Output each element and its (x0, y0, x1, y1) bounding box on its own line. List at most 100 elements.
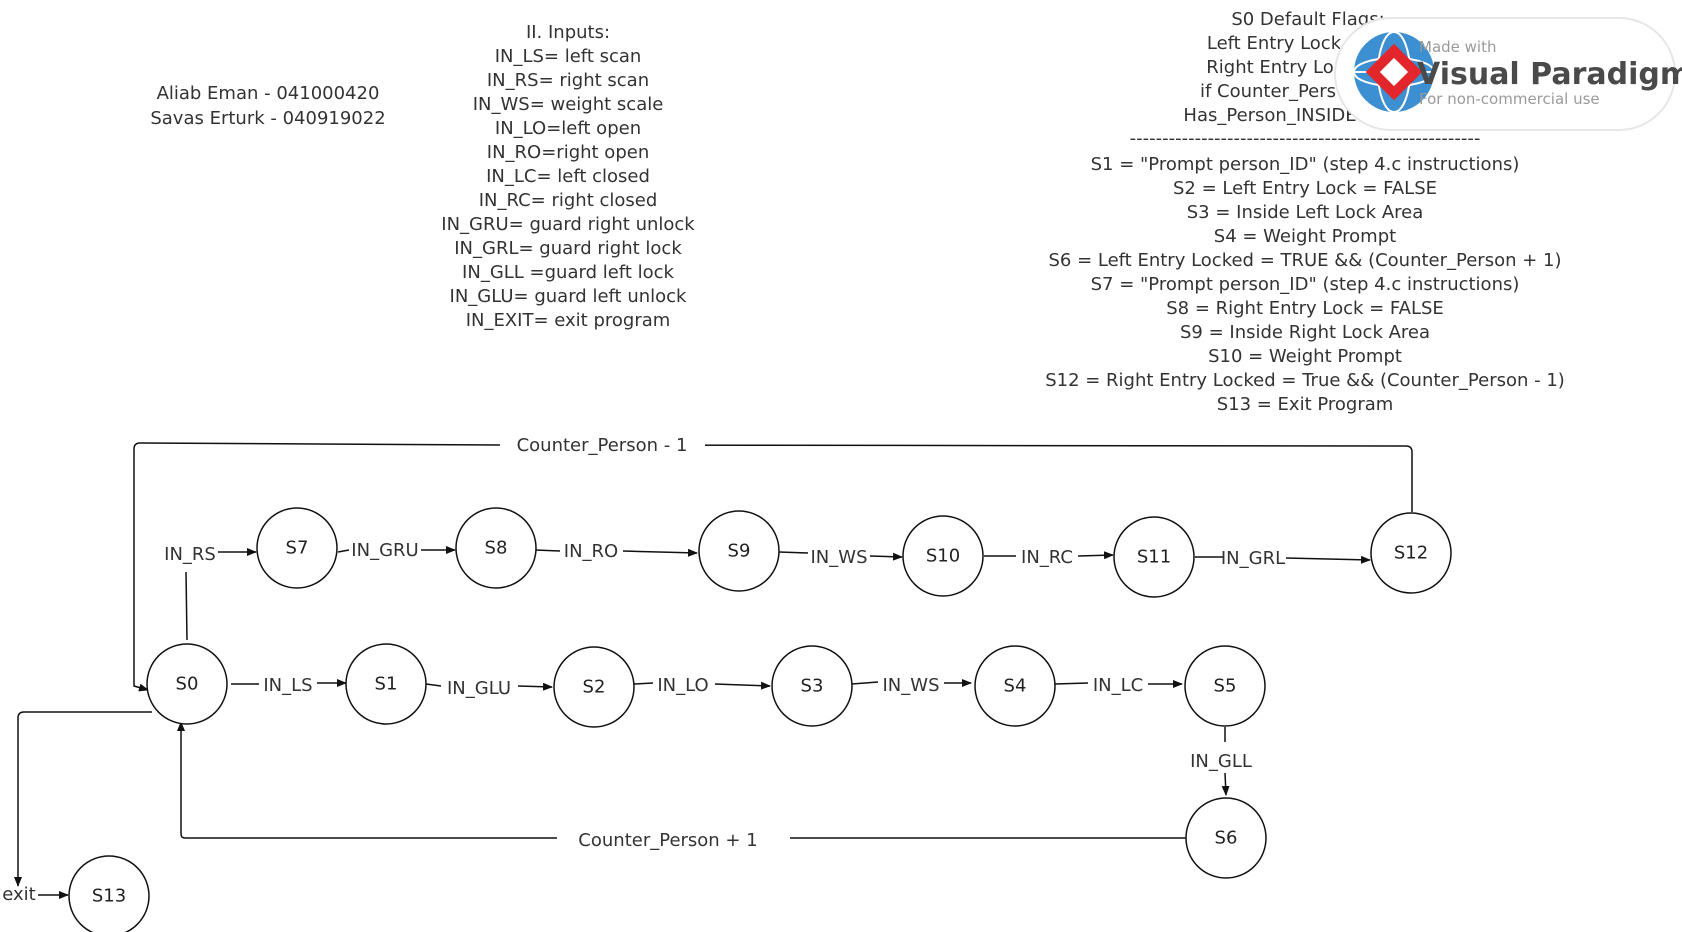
edge-s0-exit (14, 711, 152, 887)
state-desc-line: S2 = Left Entry Lock = FALSE (1173, 178, 1437, 199)
input-line: IN_LC= left closed (486, 166, 650, 187)
edge-label-s6-s0: Counter_Person + 1 (578, 830, 757, 851)
edge-s3-s4 (851, 682, 971, 684)
watermark-brand: Visual Paradigm (1417, 57, 1682, 92)
state-s0: S0 (146, 643, 228, 725)
globe-logo-icon (1353, 31, 1435, 113)
state-label: S0 (176, 674, 199, 695)
transitions: Counter_Person - 1 IN_RS IN_GRU IN_RO IN… (2, 430, 1413, 905)
state-s1: S1 (345, 643, 427, 725)
edge-label-s10-s11: IN_RC (1021, 547, 1073, 568)
state-desc-line: S13 = Exit Program (1217, 394, 1394, 415)
edge-s7-s8 (337, 550, 455, 552)
state-s12: S12 (1370, 512, 1452, 594)
edge-label-bg (500, 430, 705, 460)
state-label: S5 (1214, 676, 1237, 697)
flags-divider: ----------------------------------------… (1130, 128, 1481, 149)
state-label: S12 (1394, 543, 1428, 564)
input-line: IN_RO=right open (487, 142, 649, 163)
flags-line: Right Entry Lo (1206, 57, 1333, 78)
flags-line: Left Entry Lock (1207, 33, 1342, 54)
authors-block: Aliab Eman - 041000420 Savas Erturk - 04… (150, 83, 385, 129)
state-label: S4 (1004, 676, 1027, 697)
flags-line: Has_Person_INSIDE (1183, 105, 1356, 126)
watermark-made-with: Made with (1419, 38, 1496, 56)
state-desc-line: S4 = Weight Prompt (1214, 226, 1396, 247)
edge-s6-s0 (181, 722, 1187, 839)
state-label: S10 (926, 546, 960, 567)
input-line: IN_GLL =guard left lock (462, 262, 674, 283)
edge-label-s0-s13: exit (2, 884, 35, 905)
state-desc-line: S10 = Weight Prompt (1208, 346, 1402, 367)
state-desc-line: S12 = Right Entry Locked = True && (Coun… (1045, 370, 1565, 391)
state-s8: S8 (455, 507, 537, 589)
edge-s9-s10 (778, 552, 902, 557)
input-line: IN_GRL= guard right lock (454, 238, 682, 259)
inputs-title: II. Inputs: (526, 22, 610, 43)
author-line-1: Aliab Eman - 041000420 (157, 83, 380, 104)
edge-label-s5-s6: IN_GLL (1190, 751, 1252, 772)
input-line: IN_EXIT= exit program (466, 310, 671, 331)
state-label: S1 (375, 674, 398, 695)
state-descriptions: S1 = "Prompt person_ID" (step 4.c instru… (1045, 154, 1565, 415)
input-line: IN_LO=left open (495, 118, 641, 139)
state-s9: S9 (698, 510, 780, 592)
state-s5: S5 (1184, 645, 1266, 727)
input-line: IN_GRU= guard right unlock (441, 214, 695, 235)
state-label: S7 (286, 538, 309, 559)
edge-s12-s0 (133, 442, 1413, 692)
edge-label-s9-s10: IN_WS (811, 547, 868, 568)
inputs-legend: II. Inputs: IN_LS= left scan IN_RS= righ… (441, 22, 695, 331)
state-desc-line: S7 = "Prompt person_ID" (step 4.c instru… (1091, 274, 1520, 295)
state-s10: S10 (902, 515, 984, 597)
edge-label-s2-s3: IN_LO (657, 675, 708, 696)
edge-s0-up (185, 571, 188, 641)
default-flags-block: S0 Default Flags: Left Entry Lock Right … (1130, 9, 1481, 149)
edge-s11-s12 (1195, 557, 1370, 560)
state-s3: S3 (771, 645, 853, 727)
state-label: S13 (92, 886, 126, 907)
watermark-non-commercial: For non-commercial use (1419, 90, 1600, 108)
state-desc-line: S6 = Left Entry Locked = TRUE && (Counte… (1048, 250, 1561, 271)
input-line: IN_LS= left scan (495, 46, 642, 67)
edge-label-s0-s7: IN_RS (164, 544, 216, 565)
state-desc-line: S9 = Inside Right Lock Area (1180, 322, 1430, 343)
edge-s4-s5 (1054, 683, 1182, 684)
flags-line: if Counter_Pers (1200, 81, 1336, 102)
edge-label-s11-s12: IN_GRL (1221, 548, 1285, 569)
edge-s0-s1 (231, 683, 346, 684)
flags-line: S0 Default Flags: (1231, 9, 1384, 30)
edge-label-s3-s4: IN_WS (883, 675, 940, 696)
edge-s8-s9 (534, 550, 697, 553)
edge-s5-s6 (1225, 727, 1226, 795)
edge-s2-s3 (633, 683, 770, 686)
state-label: S11 (1137, 547, 1171, 568)
states: S0 S1 S2 S3 S4 S5 S6 S7 (68, 507, 1452, 932)
state-desc-line: S8 = Right Entry Lock = FALSE (1166, 298, 1444, 319)
input-line: IN_WS= weight scale (473, 94, 664, 115)
state-s7: S7 (256, 507, 338, 589)
edge-label-s12-s0: Counter_Person - 1 (517, 435, 688, 456)
input-line: IN_RS= right scan (487, 70, 649, 91)
state-s11: S11 (1113, 516, 1195, 598)
visual-paradigm-watermark: Made with Visual Paradigm For non-commer… (1334, 17, 1682, 131)
input-line: IN_GLU= guard left unlock (450, 286, 688, 307)
state-label: S9 (728, 541, 751, 562)
state-s13: S13 (68, 855, 150, 932)
state-label: S6 (1215, 828, 1238, 849)
state-label: S8 (485, 538, 508, 559)
state-label: S2 (583, 677, 606, 698)
author-line-2: Savas Erturk - 040919022 (150, 108, 385, 129)
edge-label-s8-s9: IN_RO (564, 541, 618, 562)
edge-label-s1-s2: IN_GLU (447, 678, 511, 699)
input-line: IN_RC= right closed (479, 190, 658, 211)
edge-s10-s11 (984, 555, 1113, 556)
state-s4: S4 (974, 645, 1056, 727)
state-s2: S2 (553, 646, 635, 728)
state-desc-line: S3 = Inside Left Lock Area (1187, 202, 1424, 223)
edge-s1-s2 (425, 684, 552, 687)
state-label: S3 (801, 676, 824, 697)
state-desc-line: S1 = "Prompt person_ID" (step 4.c instru… (1091, 154, 1520, 175)
edge-label-s7-s8: IN_GRU (351, 540, 418, 561)
